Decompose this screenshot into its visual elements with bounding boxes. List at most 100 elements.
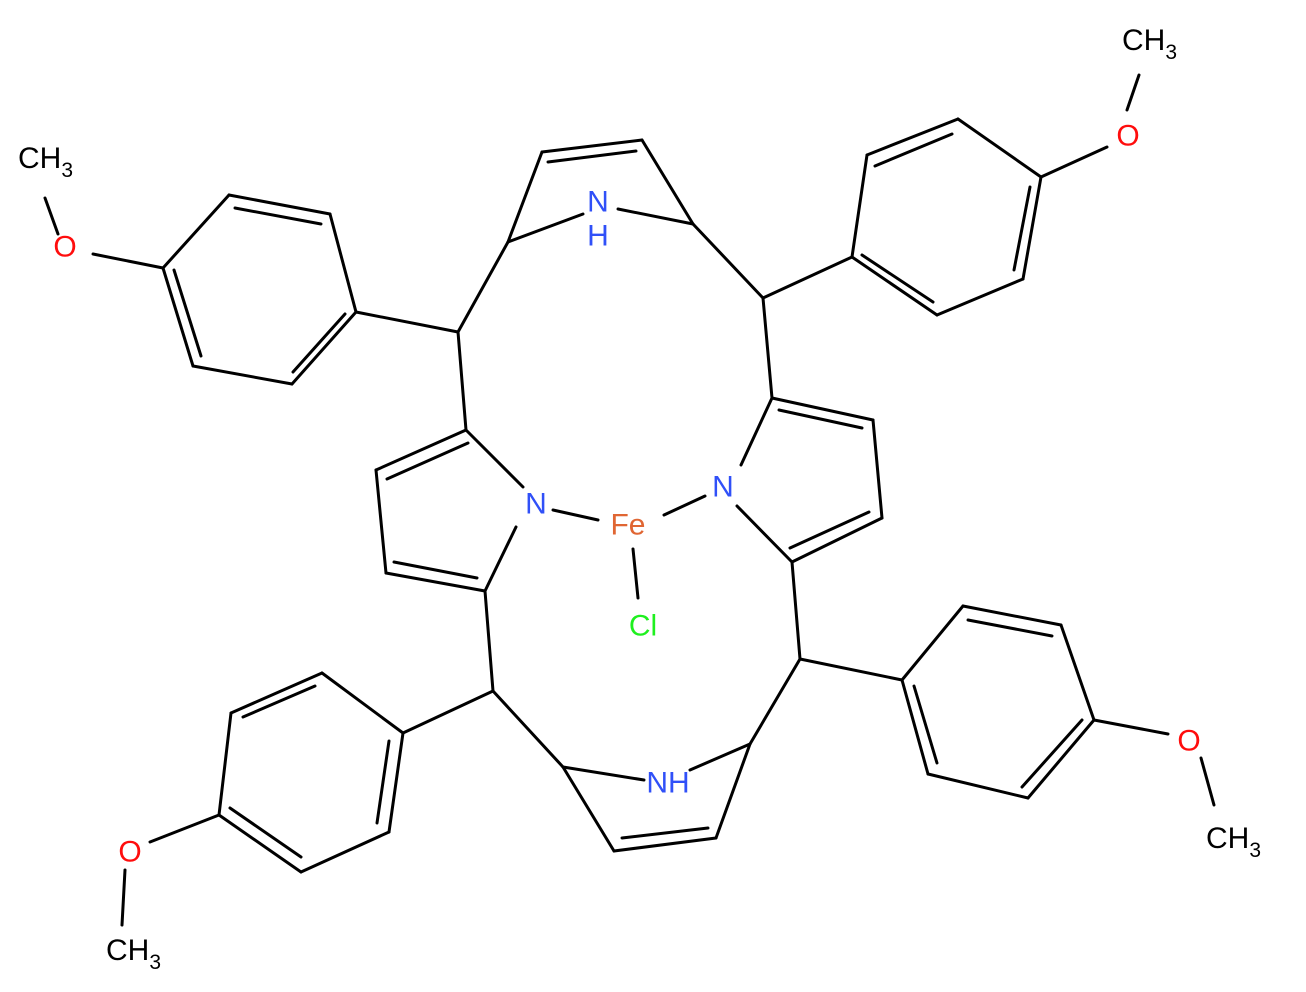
- bond-line: [328, 212, 358, 314]
- bond-line: [926, 772, 1030, 800]
- ch3-top-right-label: CH3: [1122, 24, 1177, 64]
- bond-line: [788, 510, 871, 550]
- bond-line: [631, 547, 640, 600]
- bond-line: [290, 310, 358, 386]
- bond-line: [387, 731, 405, 834]
- bond-line: [662, 494, 707, 517]
- bond-line: [229, 671, 324, 715]
- bond-line: [850, 255, 939, 317]
- bond-line: [900, 604, 965, 682]
- bond-line: [688, 742, 752, 772]
- bond-line: [172, 268, 203, 358]
- ch3-bottom-right-label: CH3: [1206, 822, 1261, 862]
- n-right-label: N: [712, 471, 734, 504]
- bond-line: [1059, 623, 1096, 722]
- bond-line: [1125, 73, 1141, 112]
- bond-line: [299, 830, 391, 874]
- bond-line: [148, 813, 221, 844]
- bond-line: [191, 364, 294, 386]
- bond-line: [456, 330, 468, 432]
- fe-label: Fe: [610, 509, 645, 542]
- bond-line: [956, 117, 1043, 179]
- bond-line: [392, 560, 479, 580]
- bond-line: [561, 765, 646, 782]
- bond-line: [865, 117, 960, 157]
- bond-line: [966, 618, 1054, 638]
- o-bottom-right-label: O: [1177, 725, 1200, 758]
- bond-line: [546, 149, 638, 164]
- bond-line: [850, 153, 869, 259]
- bond-line: [320, 671, 405, 735]
- bond-line: [161, 193, 231, 270]
- o-top-right-label: O: [1116, 120, 1139, 153]
- bond-line: [714, 742, 752, 840]
- bond-line: [935, 277, 1025, 317]
- bond-line: [1026, 718, 1096, 800]
- bond-line: [1199, 756, 1216, 807]
- bond-line: [233, 206, 323, 226]
- bond-line: [616, 207, 695, 226]
- bond-line: [777, 408, 864, 430]
- nh-top-h-label: H: [587, 220, 609, 253]
- bond-line: [456, 240, 510, 334]
- bond-line: [43, 196, 60, 236]
- bond-line: [540, 138, 644, 154]
- bond-line: [375, 739, 391, 825]
- bond-line: [739, 396, 774, 467]
- bond-line: [770, 396, 875, 422]
- bond-line: [735, 504, 794, 564]
- bond-line: [761, 255, 854, 300]
- ch3-top-left-label: CH3: [18, 142, 73, 182]
- nh-top-n-label: N: [587, 186, 609, 219]
- bond-line: [374, 468, 388, 575]
- bond-line: [354, 310, 460, 334]
- bond-line: [691, 222, 765, 300]
- bond-line: [506, 212, 585, 244]
- bond-line: [612, 836, 718, 853]
- bond-line: [761, 296, 774, 400]
- bond-line: [790, 560, 802, 661]
- bond-line: [483, 589, 495, 693]
- bond-line: [217, 813, 303, 874]
- bond-line: [161, 266, 195, 368]
- bond-line: [860, 253, 935, 304]
- bond-line: [401, 689, 495, 735]
- bond-line: [91, 252, 165, 270]
- bond-line: [120, 868, 127, 927]
- bond-line: [551, 508, 600, 522]
- n-left-label: N: [525, 488, 547, 521]
- bond-line: [1012, 185, 1032, 272]
- bond-line: [790, 516, 884, 564]
- bond-line: [1020, 718, 1084, 789]
- bond-line: [228, 806, 303, 859]
- bond-line: [483, 525, 518, 593]
- bond-line: [291, 312, 347, 374]
- bond-line: [748, 657, 802, 746]
- bond-line: [227, 193, 332, 216]
- bond-line: [241, 684, 317, 719]
- ch3-bottom-left-label: CH3: [106, 934, 161, 974]
- bond-line: [561, 765, 616, 853]
- bond-line: [900, 678, 930, 776]
- cl-label: Cl: [629, 610, 657, 643]
- o-top-left-label: O: [53, 231, 76, 264]
- bond-line: [873, 132, 954, 168]
- bond-line: [912, 684, 939, 765]
- atom-labels: Fe Cl N N N H NH O O O O CH3 CH3 CH3 CH3: [18, 24, 1261, 974]
- bond-line: [640, 138, 695, 226]
- bond-line: [384, 571, 487, 593]
- bond-line: [217, 711, 233, 817]
- bond-line: [385, 441, 470, 481]
- bond-line: [798, 657, 904, 682]
- nh-bottom-label: NH: [646, 767, 689, 800]
- bond-line: [620, 826, 710, 840]
- bond-line: [1039, 145, 1109, 179]
- bond-line: [491, 689, 565, 769]
- bond-line: [871, 418, 884, 520]
- bond-line: [506, 150, 544, 244]
- o-bottom-left-label: O: [118, 836, 141, 869]
- bond-line: [961, 604, 1063, 627]
- bond-line: [1092, 718, 1170, 736]
- bond-line: [374, 428, 468, 472]
